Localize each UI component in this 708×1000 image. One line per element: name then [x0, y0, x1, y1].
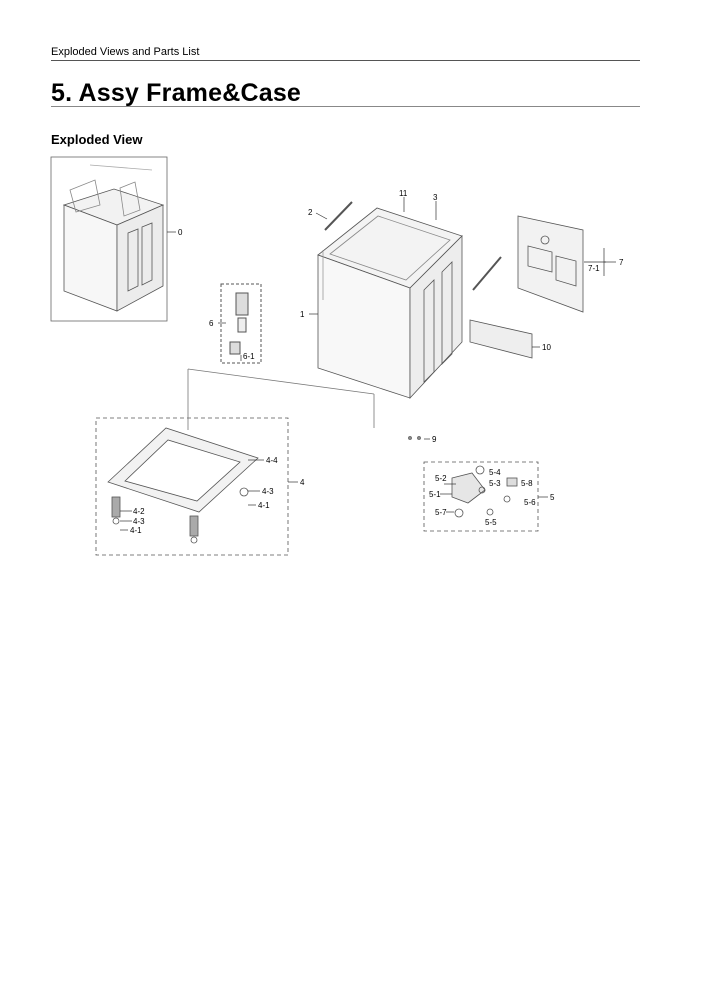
- part-6-group: [220, 283, 262, 364]
- callout-10: 10: [542, 343, 551, 352]
- leader-lines: [120, 197, 616, 531]
- running-header: Exploded Views and Parts List: [51, 46, 200, 58]
- callout-4-3: 4-3: [262, 487, 274, 496]
- callout-7: 7: [619, 258, 624, 267]
- callout-2: 2: [308, 208, 313, 217]
- callout-4-2: 4-2: [133, 507, 145, 516]
- part-5-group: [423, 461, 539, 532]
- base-frame-group: [95, 368, 375, 556]
- header-rule: [51, 60, 640, 61]
- callout-7-1: 7-1: [588, 264, 600, 273]
- callout-4-4: 4-4: [266, 456, 278, 465]
- page-title: 5. Assy Frame&Case: [51, 79, 302, 107]
- callout-0: 0: [178, 228, 183, 237]
- callout-9: 9: [432, 435, 437, 444]
- callout-5-4: 5-4: [489, 468, 501, 477]
- title-rule: [51, 106, 640, 107]
- callout-4-1: 4-1: [258, 501, 270, 510]
- bracket-part: [469, 319, 533, 359]
- callout-5-6: 5-6: [524, 498, 536, 507]
- callout-4: 4: [300, 478, 305, 487]
- back-panel: [517, 215, 584, 313]
- frame-bars: [324, 201, 502, 291]
- callout-5-3: 5-3: [489, 479, 501, 488]
- callout-5-5: 5-5: [485, 518, 497, 527]
- callout-4-1-left: 4-1: [130, 526, 142, 535]
- callout-3: 3: [433, 193, 438, 202]
- callout-5: 5: [550, 493, 555, 502]
- reference-assembly: [50, 156, 168, 322]
- callout-4-3-left: 4-3: [133, 517, 145, 526]
- callout-1: 1: [300, 310, 305, 319]
- callout-5-8: 5-8: [521, 479, 533, 488]
- section-title: Exploded View: [51, 132, 143, 147]
- screws-part-9: [408, 436, 421, 440]
- callout-6-1: 6-1: [243, 352, 255, 361]
- cabinet-body: [317, 207, 463, 400]
- callout-5-2: 5-2: [435, 474, 447, 483]
- callout-5-7: 5-7: [435, 508, 447, 517]
- callout-labels: 0 1 2 11 3 7 7-1 10 6 6-1 9 4 4-4 4-3 4-…: [130, 189, 624, 535]
- callout-11: 11: [399, 189, 408, 198]
- callout-5-1: 5-1: [429, 490, 441, 499]
- callout-6: 6: [209, 319, 214, 328]
